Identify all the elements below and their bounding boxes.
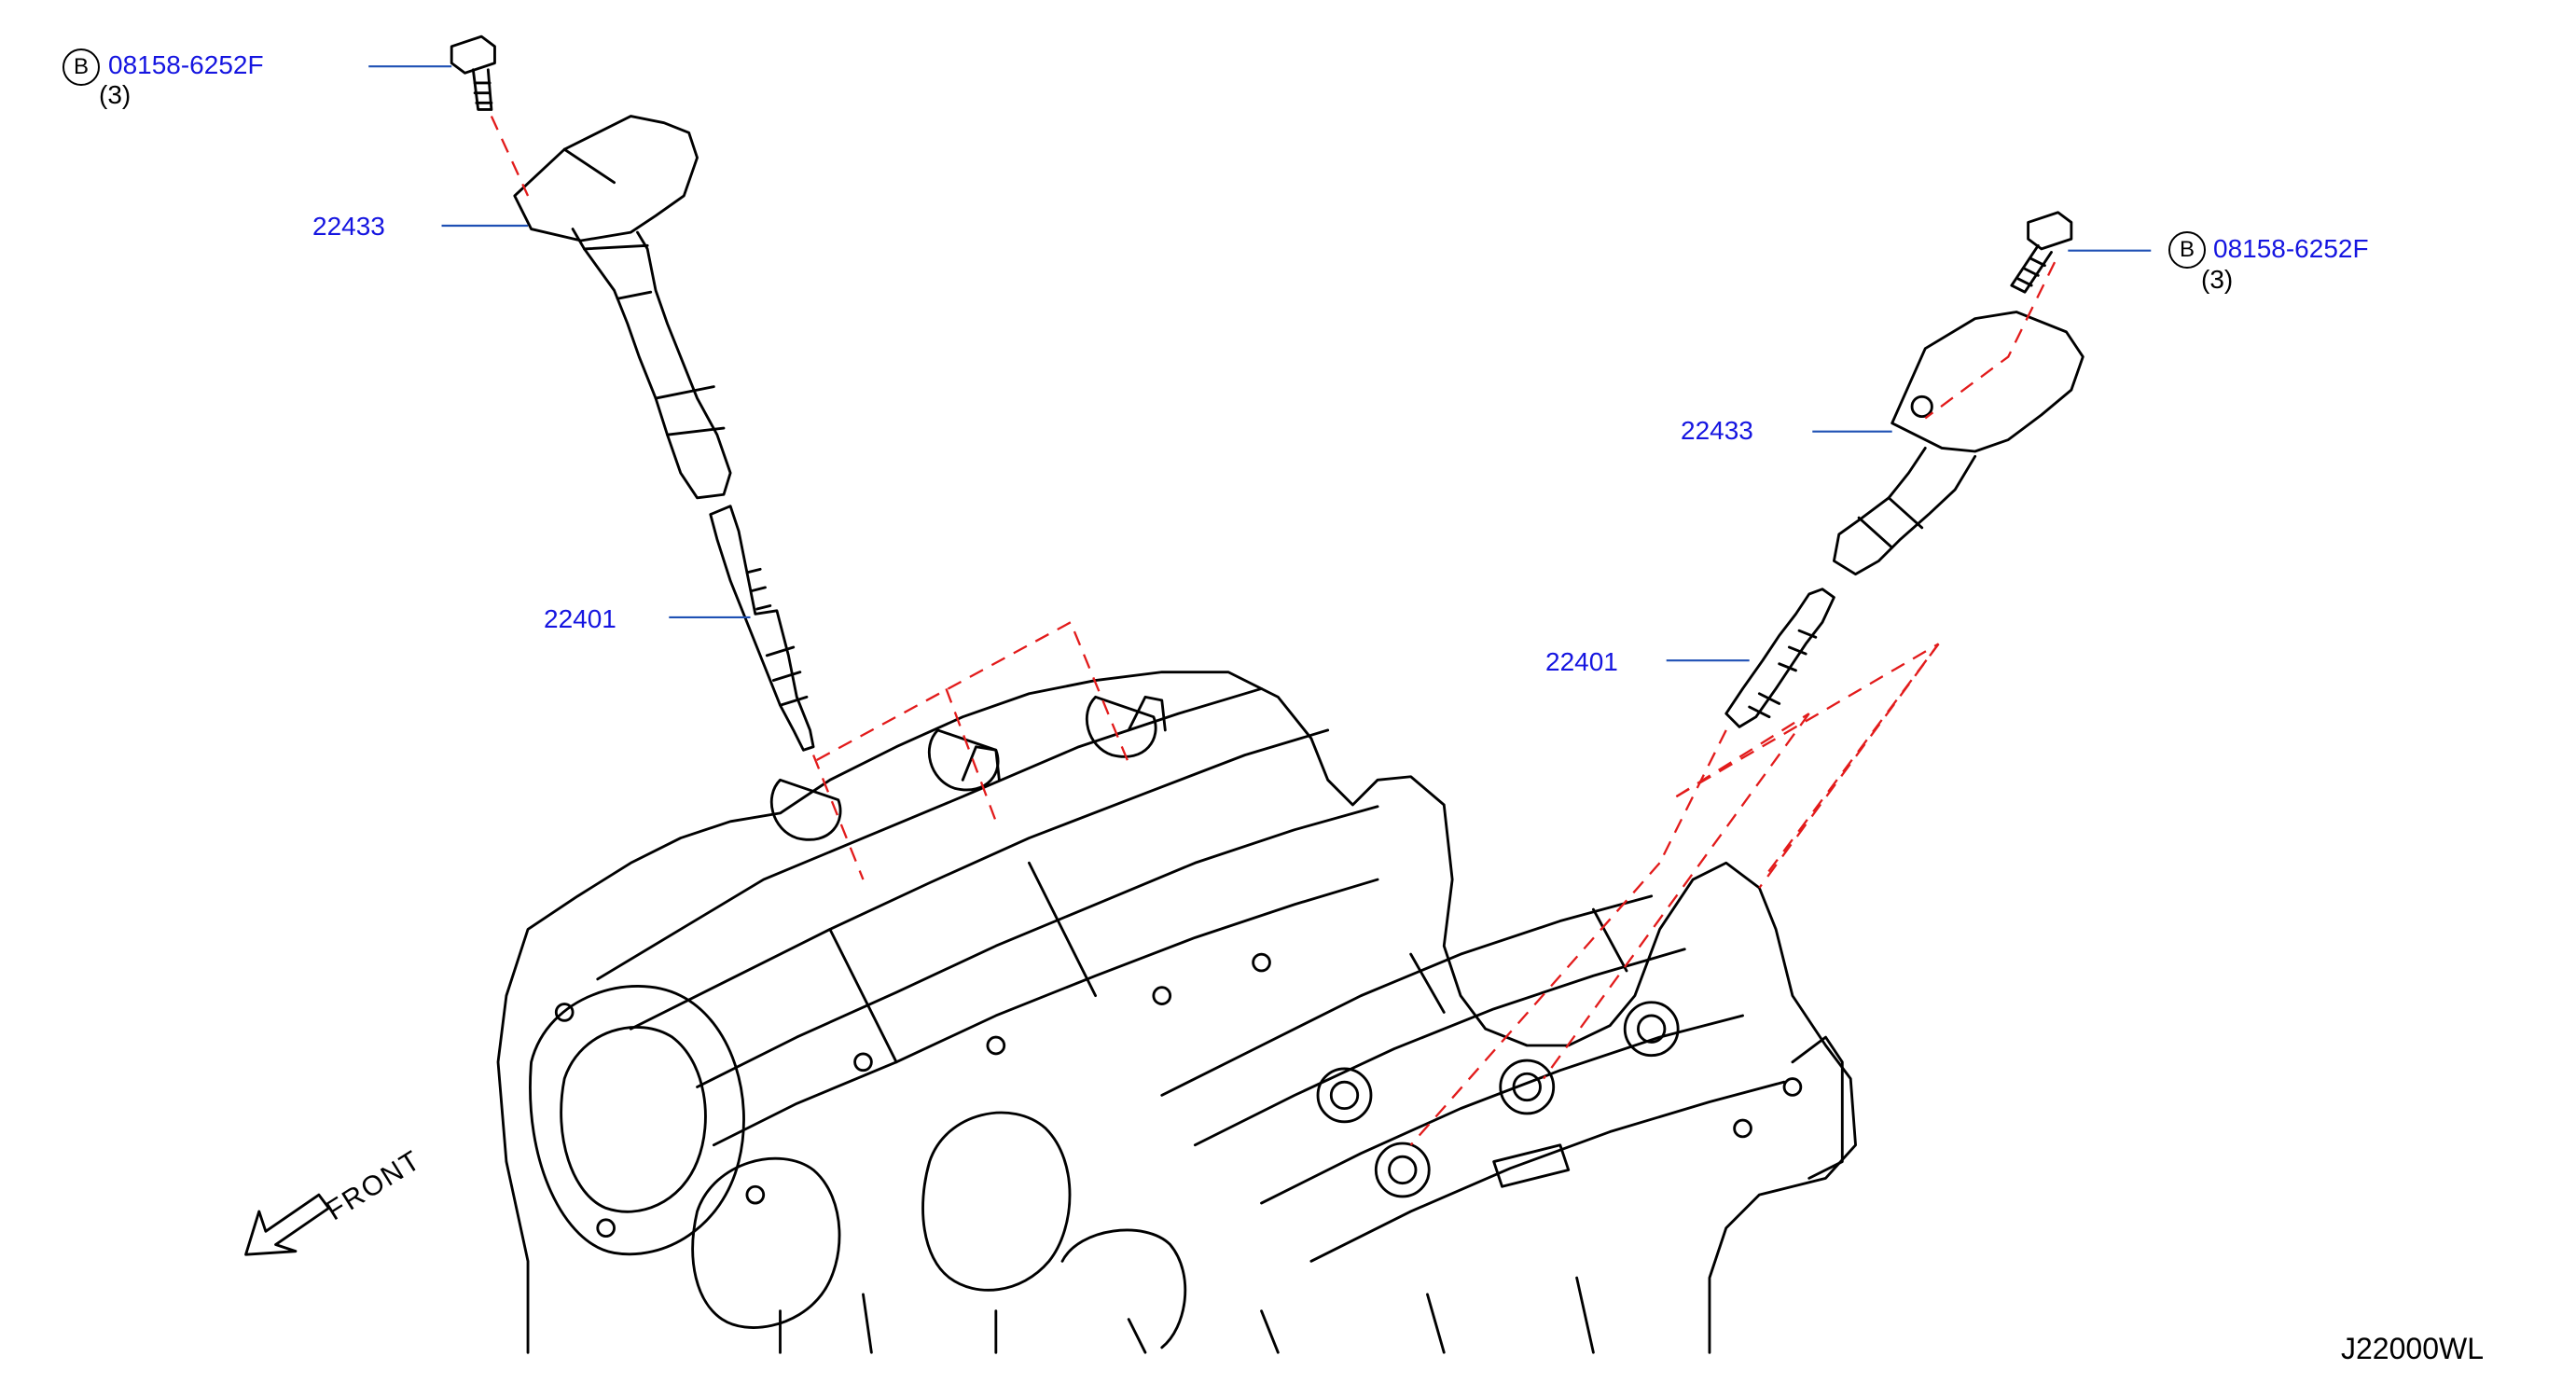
engine-icon bbox=[496, 671, 1857, 1354]
plug-right-part-number[interactable]: 22401 bbox=[1545, 647, 1618, 676]
ignition-coil-icon bbox=[1832, 311, 2084, 576]
bolt-left-quantity: (3) bbox=[99, 80, 132, 109]
bolt-icon bbox=[2010, 211, 2073, 294]
bolt-right-part-number[interactable]: 08158-6252F bbox=[2213, 234, 2369, 263]
coil-left-part-number[interactable]: 22433 bbox=[312, 212, 385, 241]
alignment-guides bbox=[490, 116, 2057, 1146]
bolt-icon bbox=[450, 35, 496, 111]
spark-plug-icon bbox=[1724, 588, 1835, 728]
front-arrow-icon bbox=[244, 1193, 330, 1256]
ignition-coil-icon bbox=[513, 115, 732, 500]
leader-lines bbox=[368, 65, 2152, 662]
bolt-left-part-number[interactable]: 08158-6252F bbox=[108, 50, 264, 79]
diagram-code: J22000WL bbox=[2341, 1332, 2484, 1365]
bolt-left-callout-badge: B bbox=[62, 48, 100, 86]
plug-left-part-number[interactable]: 22401 bbox=[544, 604, 616, 633]
coil-right-part-number[interactable]: 22433 bbox=[1681, 416, 1753, 445]
bolt-right-callout-badge: B bbox=[2168, 231, 2206, 269]
bolt-right-quantity: (3) bbox=[2201, 265, 2234, 294]
spark-plug-icon bbox=[709, 505, 815, 752]
